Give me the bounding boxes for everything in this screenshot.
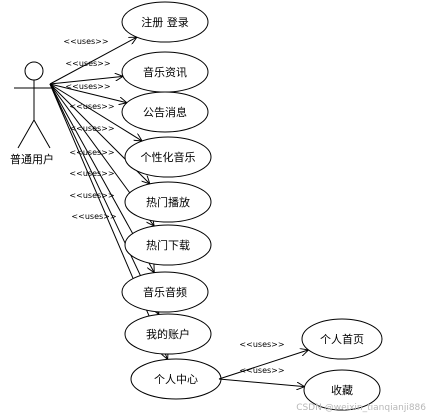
stereotype-label: <<uses>> bbox=[239, 340, 284, 349]
actor-label: 普通用户 bbox=[10, 152, 54, 166]
use-case-label: 注册 登录 bbox=[141, 15, 189, 29]
stereotype-label: <<uses>> bbox=[69, 124, 114, 133]
association-notice bbox=[49, 83, 127, 103]
actor-head bbox=[24, 61, 44, 81]
use-case-notice: 公告消息 bbox=[121, 91, 209, 133]
use-case-hot-play: 热门播放 bbox=[124, 181, 212, 223]
watermark: CSDN @weixin_tianqianji886 bbox=[296, 403, 426, 413]
use-case-label: 音乐资讯 bbox=[143, 65, 187, 79]
association-register bbox=[49, 37, 137, 85]
personal-center-sub-use-cases: <<uses>> 个人首页 <<uses>> 收藏 bbox=[218, 318, 383, 411]
use-case-label: 热门下载 bbox=[146, 238, 190, 252]
use-case-my-account: 我的账户 bbox=[124, 313, 212, 355]
use-case-label: 我的账户 bbox=[146, 327, 190, 341]
stereotype-label: <<uses>> bbox=[63, 37, 108, 46]
use-case-favorites: 收藏 bbox=[303, 369, 381, 411]
stereotype-label: <<uses>> bbox=[65, 59, 110, 68]
use-case-news: 音乐资讯 bbox=[121, 51, 209, 93]
use-case-personal-center: 个人中心 bbox=[130, 358, 222, 400]
actor-user: 普通用户 bbox=[10, 61, 54, 166]
use-case-label: 个人首页 bbox=[320, 332, 364, 346]
include-favorites bbox=[218, 378, 305, 387]
stereotype-label: <<uses>> bbox=[65, 82, 110, 91]
use-case-personal-music: 个性化音乐 bbox=[124, 136, 212, 178]
use-case-music-audio: 音乐音频 bbox=[121, 271, 209, 313]
use-case-label: 热门播放 bbox=[146, 195, 190, 209]
use-case-label: 音乐音频 bbox=[143, 285, 187, 299]
use-case-label: 公告消息 bbox=[143, 105, 187, 119]
use-case-register: 注册 登录 bbox=[121, 1, 209, 43]
use-case-personal-home: 个人首页 bbox=[301, 318, 383, 360]
use-case-label: 收藏 bbox=[331, 383, 353, 397]
stereotype-label: <<uses>> bbox=[239, 366, 284, 375]
use-case-label: 个人中心 bbox=[154, 373, 198, 386]
association-personal-center bbox=[49, 83, 168, 359]
association-personal-music bbox=[49, 83, 142, 141]
stereotype-label: <<uses>> bbox=[69, 102, 114, 111]
use-case-hot-download: 热门下载 bbox=[124, 224, 212, 266]
use-case-label: 个性化音乐 bbox=[141, 150, 196, 164]
stereotype-label: <<uses>> bbox=[71, 212, 116, 221]
stereotype-label: <<uses>> bbox=[69, 148, 114, 157]
association-news bbox=[49, 76, 123, 85]
include-personal-home bbox=[218, 350, 308, 380]
stereotype-label: <<uses>> bbox=[69, 191, 114, 200]
association-lines: <<uses>> <<uses>> <<uses>> <<uses>> <<uses>>… bbox=[49, 37, 168, 359]
